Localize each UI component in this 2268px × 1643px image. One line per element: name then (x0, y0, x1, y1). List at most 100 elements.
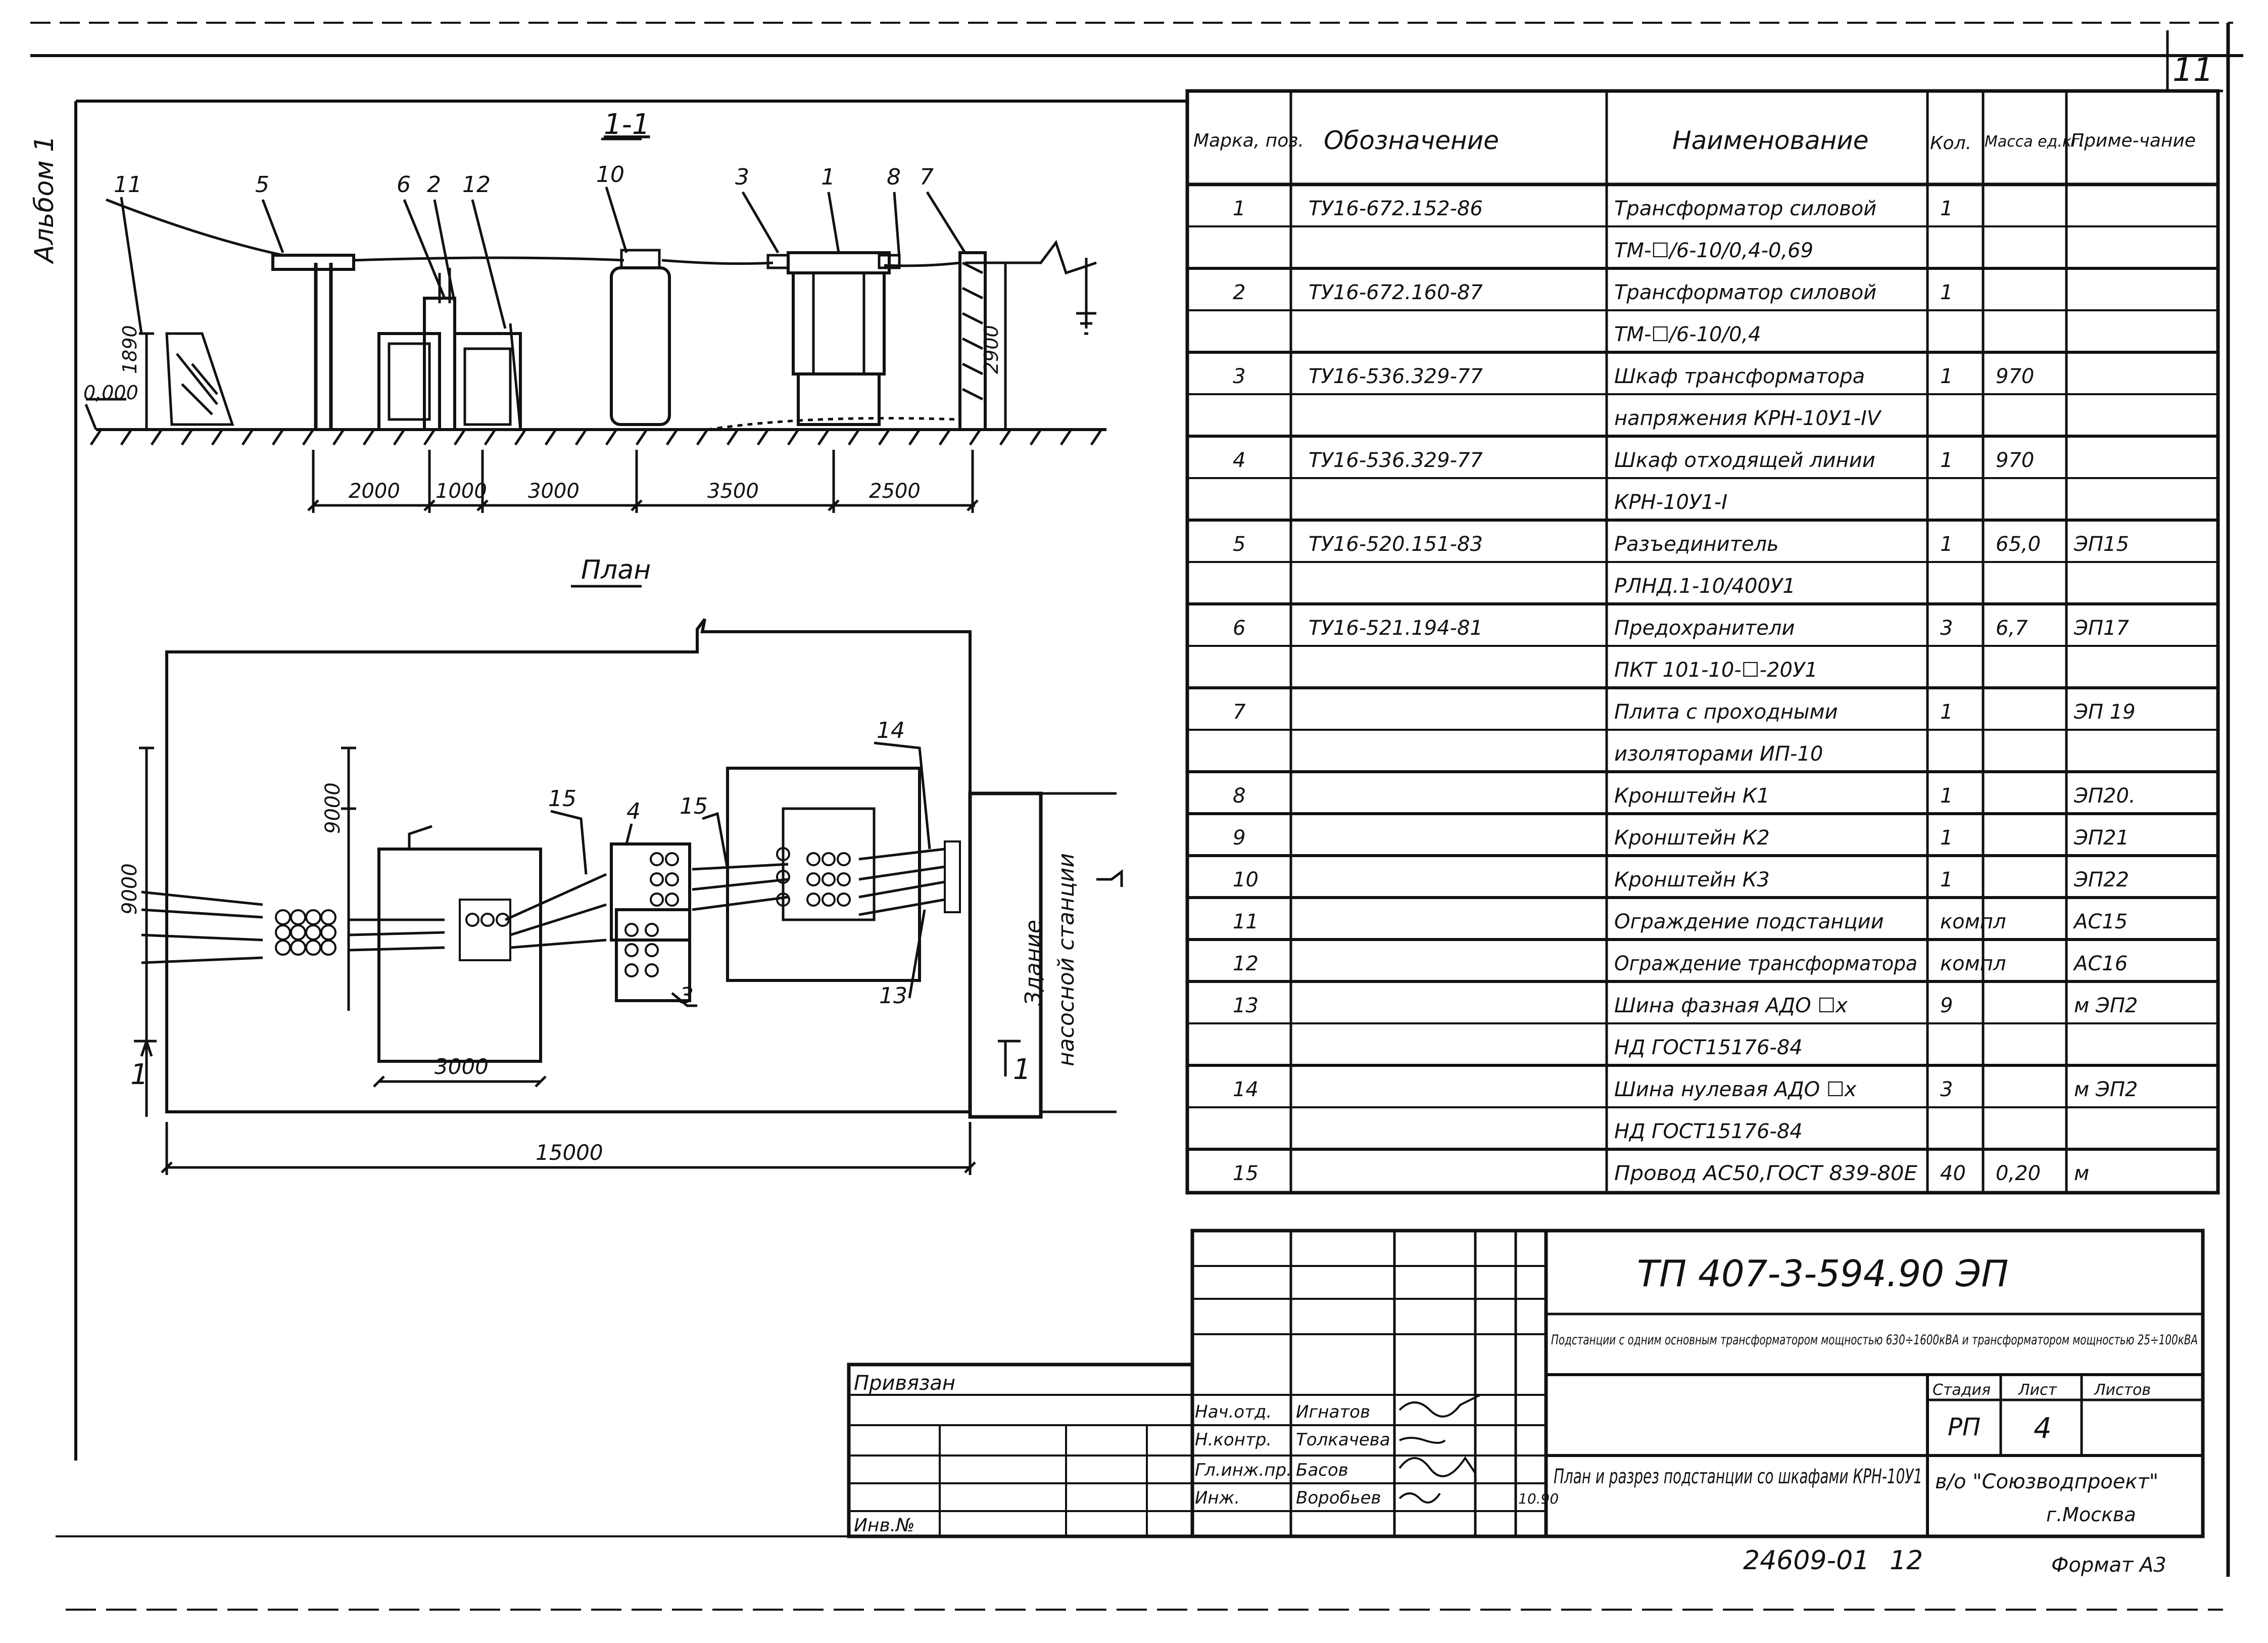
header-qty: Кол. (1930, 133, 1971, 154)
spec-cell-pos: 3 (1233, 365, 1245, 388)
spec-cell-designation: ТУ16-536.329-77 (1309, 365, 1483, 388)
inv-no-label: Инв.№ (854, 1515, 915, 1536)
spec-cell-note: ЭП21 (2073, 826, 2129, 850)
spec-cell-designation: ТУ16-672.160-87 (1309, 281, 1483, 304)
roles: Нач.отд. Игнатов Н.контр. Толкачева Гл.и… (1195, 1402, 1559, 1508)
spec-cell-mass: 6,7 (1996, 617, 2028, 640)
section-1-1 (84, 137, 1106, 513)
spec-cell-pos: 14 (1233, 1078, 1259, 1101)
section-mark-right: 1 (1013, 1053, 1031, 1086)
spec-cell-note: м ЭП2 (2074, 1078, 2138, 1101)
role-3: Инж. (1195, 1488, 1240, 1508)
building-label-1: Здание (1021, 920, 1046, 1006)
sheet-number: 11 (2173, 52, 2213, 89)
spec-cell-qty: 1 (1940, 365, 1953, 388)
doc-description: Подстанции с одним основным трансформато… (1551, 1332, 2198, 1348)
callout-2: 2 (427, 172, 441, 198)
spec-cell-name: Шина фазная АДО ☐x (1614, 994, 1848, 1017)
spec-cell-pos: 7 (1233, 700, 1246, 724)
archive-number: 24609-01 (1743, 1545, 1869, 1576)
spec-cell-name: КРН-10У1-I (1614, 491, 1727, 514)
spec-cell-designation: ТУ16-521.194-81 (1309, 617, 1483, 640)
spec-cell-pos: 12 (1233, 952, 1259, 975)
spec-cell-qty: 1 (1940, 826, 1953, 850)
spec-cell-qty: 1 (1940, 449, 1953, 472)
sheet-value: 4 (2034, 1412, 2052, 1445)
building-label-2: насосной станции (1053, 853, 1079, 1066)
spec-cell-designation: ТУ16-536.329-77 (1309, 449, 1483, 472)
callout-8: 8 (887, 164, 901, 190)
spec-cell-pos: 5 (1233, 533, 1245, 556)
spec-cell-mass: 0,20 (1996, 1162, 2041, 1185)
spec-table-grid (1185, 89, 2220, 1195)
spec-cell-pos: 11 (1233, 910, 1259, 933)
callout-1: 1 (821, 164, 835, 190)
spec-header: Марка, поз. Обозначение Наименование Кол… (1193, 126, 2196, 155)
spec-cell-name: Провод АС50,ГОСТ 839-80Е (1614, 1162, 1918, 1185)
plan-callout-14: 14 (877, 718, 905, 743)
section-title: 1-1 (604, 108, 650, 141)
header-designation: Обозначение (1324, 126, 1499, 155)
organization: в/о "Союзводпроект" (1935, 1470, 2158, 1493)
spec-cell-name: ТМ-☐/6-10/0,4-0,69 (1614, 239, 1813, 262)
spec-cell-name: напряжения КРН-10У1-IV (1614, 407, 1882, 430)
spec-cell-pos: 2 (1233, 281, 1245, 304)
dim-3000: 3000 (528, 480, 580, 503)
drawing-title: План и разрез подстанции со шкафами КРН-… (1554, 1465, 1922, 1488)
role-name-3: Воробьев (1296, 1488, 1381, 1508)
plan-dim-9000-left: 9000 (118, 863, 141, 915)
plan-dim-9000-inner: 9000 (321, 782, 345, 834)
spec-cell-qty: 3 (1940, 1078, 1953, 1101)
plan-callout-13: 13 (879, 983, 907, 1009)
plan-callout-15b: 15 (680, 793, 708, 819)
sheet-label: Лист (2018, 1381, 2058, 1399)
header-name: Наименование (1672, 126, 1869, 155)
spec-cell-name: Разъединитель (1614, 533, 1779, 556)
callout-7: 7 (920, 164, 934, 190)
spec-rows: 1 ТУ16-672.152-86 Трансформатор силовой 1 ТМ… (1233, 197, 2138, 1185)
spec-cell-note: АС16 (2072, 952, 2128, 975)
signatures (1398, 1394, 1481, 1504)
spec-cell-pos: 10 (1233, 868, 1259, 891)
callout-11: 11 (114, 172, 142, 198)
plan-callout-15a: 15 (548, 786, 576, 812)
level-0: 0,000 (83, 382, 138, 404)
spec-cell-note: ЭП 19 (2073, 700, 2136, 724)
spec-cell-name: Трансформатор силовой (1614, 197, 1876, 220)
page-number: 12 (1890, 1545, 1923, 1576)
role-0: Нач.отд. (1195, 1402, 1272, 1422)
spec-cell-name: Кронштейн К2 (1614, 826, 1770, 850)
plan-callout-4: 4 (626, 799, 641, 824)
spec-cell-qty: 1 (1940, 868, 1953, 891)
spec-cell-note: ЭП20. (2073, 784, 2136, 808)
callout-12: 12 (462, 172, 491, 198)
callout-10: 10 (596, 162, 624, 187)
dim-2500: 2500 (869, 480, 921, 503)
role-date-3: 10.90 (1518, 1490, 1559, 1507)
spec-cell-name: НД ГОСТ15176-84 (1614, 1036, 1803, 1059)
spec-cell-name: изоляторами ИП-10 (1614, 742, 1823, 766)
title-block-grid (847, 1229, 2205, 1538)
spec-cell-pos: 9 (1233, 826, 1245, 850)
plan-dim-3000: 3000 (435, 1054, 489, 1079)
spec-cell-name: Плита с проходными (1614, 700, 1838, 724)
spec-cell-note: АС15 (2072, 910, 2128, 933)
dim-3500: 3500 (707, 480, 759, 503)
spec-cell-name: ПКТ 101-10-☐-20У1 (1614, 659, 1818, 682)
spec-cell-name: НД ГОСТ15176-84 (1614, 1120, 1803, 1143)
format-label: Формат А3 (2051, 1554, 2166, 1577)
spec-cell-name: ТМ-☐/6-10/0,4 (1614, 323, 1761, 346)
spec-cell-note: ЭП22 (2073, 868, 2129, 891)
spec-cell-name: Ограждение подстанции (1614, 910, 1884, 933)
spec-cell-qty: 40 (1940, 1162, 1966, 1185)
spec-cell-qty: 1 (1940, 784, 1953, 808)
plan-callout-3: 3 (680, 983, 694, 1009)
spec-cell-name: Шкаф отходящей линии (1614, 449, 1875, 472)
spec-cell-designation: ТУ16-672.152-86 (1309, 197, 1483, 220)
stage-value: РП (1948, 1413, 1981, 1441)
spec-cell-mass: 65,0 (1996, 533, 2041, 556)
level-2900: 2900 (980, 325, 1002, 374)
doc-code: ТП 407-3-594.90 ЭП (1637, 1252, 2008, 1295)
plan-view (134, 585, 1123, 1175)
